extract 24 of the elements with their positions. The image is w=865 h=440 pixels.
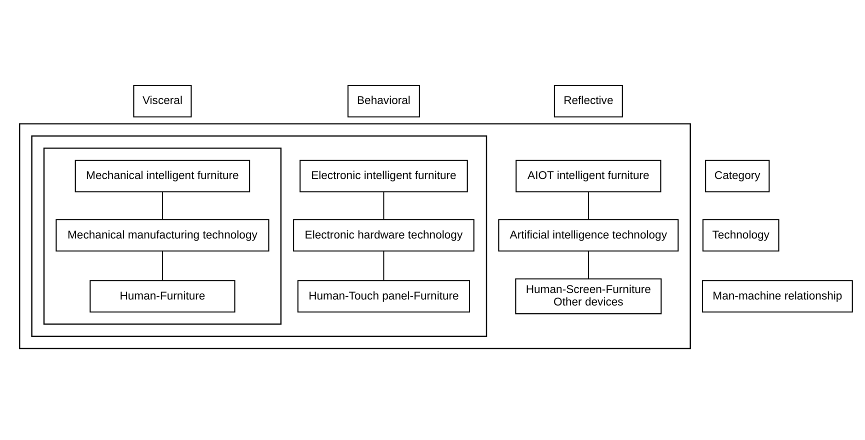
node-box: Mechanical intelligent furniture <box>74 159 250 192</box>
connector <box>162 191 163 220</box>
connector <box>588 250 589 279</box>
node-box: Category <box>705 159 770 192</box>
node-box: Behavioral <box>347 84 420 117</box>
node-box: Electronic hardware technology <box>293 218 474 251</box>
node-box: Mechanical manufacturing technology <box>56 218 270 251</box>
node-box: Artificial intelligence technology <box>498 218 679 251</box>
node-box: Electronic intelligent furniture <box>300 159 468 192</box>
cluster <box>31 134 488 336</box>
node-box: Reflective <box>554 84 623 117</box>
node-box: Human-Touch panel-Furniture <box>297 280 470 312</box>
node-box: Human-Screen-Furniture Other devices <box>515 278 662 314</box>
cluster <box>43 147 282 324</box>
node-box: Technology <box>702 218 780 251</box>
connector <box>588 191 589 220</box>
connector <box>162 250 163 280</box>
node-box: Man-machine relationship <box>702 280 853 312</box>
cluster <box>19 122 691 349</box>
node-box: Human-Furniture <box>90 280 236 312</box>
connector <box>383 191 384 220</box>
node-box: Visceral <box>133 84 192 117</box>
connector <box>383 250 384 280</box>
node-box: AIOT intelligent furniture <box>516 159 662 192</box>
